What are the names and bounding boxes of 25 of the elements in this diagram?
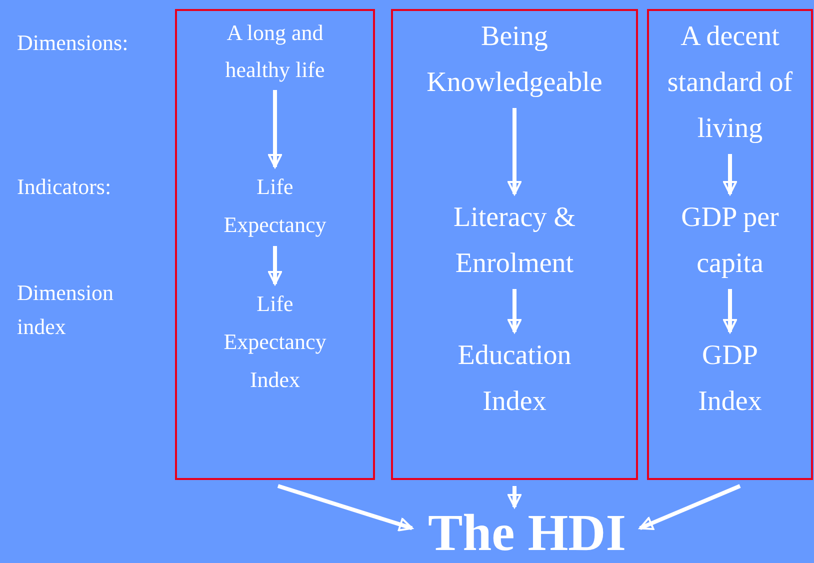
node-text: Life Expectancy Index: [210, 285, 340, 399]
node-text: A decent standard of living: [666, 14, 794, 152]
column-frame: [175, 9, 375, 480]
node-text: Being Knowledgeable: [400, 14, 630, 106]
column-frame: [647, 9, 813, 480]
arrow: [508, 108, 522, 195]
arrow: [639, 484, 741, 530]
result-title: The HDI: [410, 505, 644, 563]
arrow: [508, 486, 522, 508]
node-text: Life Expectancy: [210, 168, 340, 244]
node-text: GDP Index: [670, 333, 790, 425]
column-frame: [391, 9, 638, 480]
arrow: [723, 154, 737, 195]
row-label: Indicators:: [17, 173, 112, 201]
row-label: Dimension index: [17, 279, 115, 341]
arrow: [723, 289, 737, 333]
row-label: Dimensions:: [17, 29, 130, 57]
arrow: [277, 484, 413, 532]
node-text: Literacy & Enrolment: [424, 195, 604, 287]
arrow: [268, 90, 282, 168]
node-text: GDP per capita: [655, 195, 805, 287]
node-text: A long and healthy life: [200, 14, 350, 88]
arrow: [268, 246, 282, 285]
node-text: Education Index: [430, 333, 600, 425]
arrow: [508, 289, 522, 333]
